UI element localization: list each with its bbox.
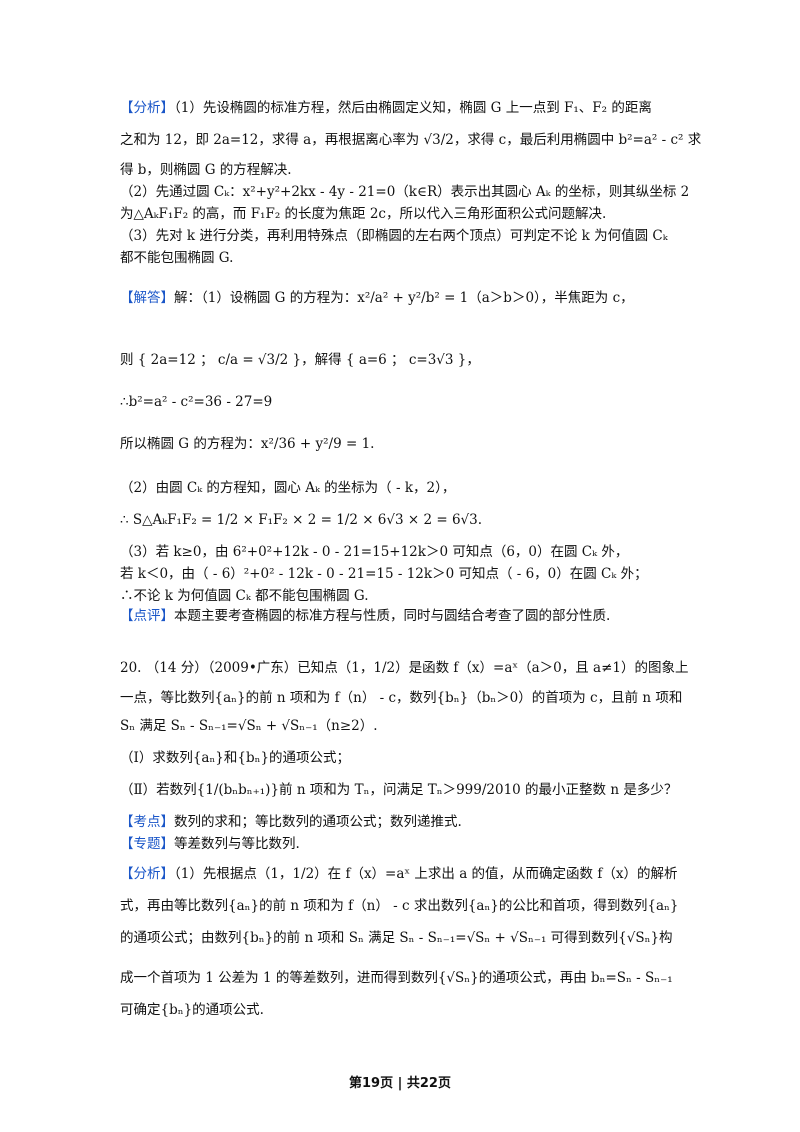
analysis2-line-3: 的通项公式；由数列{bₙ}的前 n 项和 Sₙ 满足 Sₙ - Sₙ₋₁=√Sₙ… — [120, 930, 673, 946]
analysis2-line-2: 式，再由等比数列{aₙ}的前 n 项和为 f（n） - c 求出数列{aₙ}的公… — [120, 898, 679, 914]
solution-line-5: （2）由圆 Cₖ 的方程知，圆心 Aₖ 的坐标为（ - k，2）， — [120, 480, 456, 496]
question-20-line-1: 20. （14 分）（2009•广东）已知点（1，1/2）是函数 f（x）=aˣ… — [120, 660, 689, 676]
solution-line-2: 则 { 2a=12 ； c/a = √3/2 }，解得 { a=6 ； c=3√… — [120, 352, 480, 368]
analysis2-tag: 【分析】 — [120, 866, 174, 882]
analysis-line-4: （2）先通过圆 Cₖ：x²+y²+2kx - 4y - 21=0（k∈R）表示出… — [120, 184, 690, 200]
analysis-text-1: （1）先设椭圆的标准方程，然后由椭圆定义知，椭圆 G 上一点到 F₁、F₂ 的距… — [174, 100, 652, 116]
analysis-line-3: 得 b，则椭圆 G 的方程解决. — [120, 162, 292, 178]
analysis2-line-4: 成一个首项为 1 公差为 1 的等差数列，进而得到数列{√Sₙ}的通项公式，再由… — [120, 970, 673, 986]
analysis-tag: 【分析】 — [120, 100, 174, 116]
zhuanti-tag: 【专题】 — [120, 836, 174, 852]
solution-line-7: （3）若 k≥0，由 6²+0²+12k - 0 - 21=15+12k＞0 可… — [120, 544, 629, 560]
solution-line-6: ∴ S△AₖF₁F₂ = 1/2 × F₁F₂ × 2 = 1/2 × 6√3 … — [120, 512, 483, 528]
analysis2-line-1: 【分析】（1）先根据点（1，1/2）在 f（x）=aˣ 上求出 a 的值，从而确… — [120, 864, 677, 884]
question-20-line-3: Sₙ 满足 Sₙ - Sₙ₋₁=√Sₙ + √Sₙ₋₁（n≥2）. — [120, 718, 378, 734]
kaodian-tag: 【考点】 — [120, 814, 174, 830]
analysis-line-5: 为△AₖF₁F₂ 的高，而 F₁F₂ 的长度为焦距 2c，所以代入三角形面积公式… — [120, 206, 607, 222]
zhuanti-text: 等差数列与等比数列. — [174, 836, 300, 852]
solution-tag: 【解答】 — [120, 290, 174, 306]
analysis-line-6: （3）先对 k 进行分类，再利用特殊点（即椭圆的左右两个顶点）可判定不论 k 为… — [120, 228, 668, 244]
comment-tag: 【点评】 — [120, 608, 174, 624]
question-20-part-2: （Ⅱ）若数列{1/(bₙbₙ₊₁)}前 n 项和为 Tₙ，问满足 Tₙ＞999/… — [120, 782, 678, 798]
analysis2-line-5: 可确定{bₙ}的通项公式. — [120, 1002, 264, 1018]
analysis-line-7: 都不能包围椭圆 G. — [120, 250, 234, 266]
page-footer: 第19页 | 共22页 — [349, 1076, 451, 1091]
solution-line-4: 所以椭圆 G 的方程为：x²/36 + y²/9 = 1. — [120, 436, 375, 452]
solution-line-8: 若 k＜0，由（ - 6）²+0² - 12k - 0 - 21=15 - 12… — [120, 566, 648, 582]
solution-line-1: 【解答】解：（1）设椭圆 G 的方程为：x²/a² + y²/b² = 1（a＞… — [120, 288, 634, 308]
comment-line: 【点评】本题主要考查椭圆的标准方程与性质，同时与圆结合考查了圆的部分性质. — [120, 606, 610, 626]
solution-line-9: ∴不论 k 为何值圆 Cₖ 都不能包围椭圆 G. — [120, 588, 369, 604]
zhuanti-line: 【专题】等差数列与等比数列. — [120, 834, 300, 854]
question-20-line-2: 一点，等比数列{aₙ}的前 n 项和为 f（n） - c，数列{bₙ}（bₙ＞0… — [120, 690, 683, 706]
kaodian-text: 数列的求和；等比数列的通项公式；数列递推式. — [174, 814, 462, 830]
solution-text-1: 解：（1）设椭圆 G 的方程为：x²/a² + y²/b² = 1（a＞b＞0）… — [174, 290, 634, 306]
analysis-line-2: 之和为 12，即 2a=12，求得 a，再根据离心率为 √3/2，求得 c，最后… — [120, 132, 702, 148]
solution-line-3: ∴b²=a² - c²=36 - 27=9 — [120, 394, 273, 410]
analysis2-text-1: （1）先根据点（1，1/2）在 f（x）=aˣ 上求出 a 的值，从而确定函数 … — [174, 866, 678, 882]
kaodian-line: 【考点】数列的求和；等比数列的通项公式；数列递推式. — [120, 812, 462, 832]
analysis-line-1: 【分析】（1）先设椭圆的标准方程，然后由椭圆定义知，椭圆 G 上一点到 F₁、F… — [120, 98, 652, 118]
comment-text: 本题主要考查椭圆的标准方程与性质，同时与圆结合考查了圆的部分性质. — [174, 608, 611, 624]
question-20-part-1: （Ⅰ）求数列{aₙ}和{bₙ}的通项公式； — [120, 750, 351, 766]
